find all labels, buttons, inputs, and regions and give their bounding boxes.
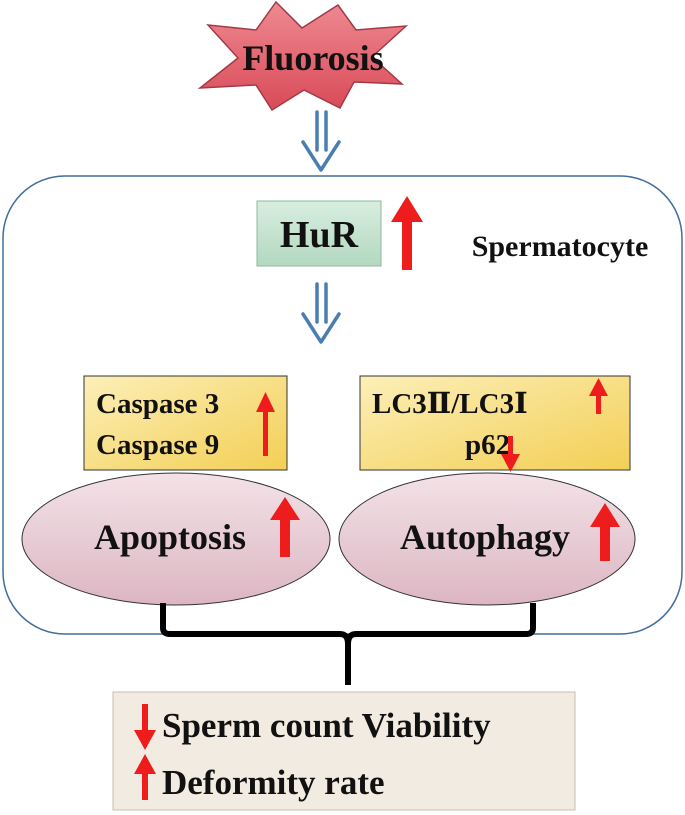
apoptosis-up-arrow-icon — [270, 497, 300, 557]
apoptosis-label: Apoptosis — [94, 517, 246, 557]
hur-up-arrow-icon — [391, 196, 423, 270]
fluorosis-star-shape — [197, 0, 409, 112]
p62-down-arrow-icon — [501, 436, 520, 472]
hur-label: HuR — [280, 214, 359, 256]
outcome-line2-label: Deformity rate — [162, 763, 385, 802]
autophagy-up-arrow-icon — [590, 503, 620, 561]
flow-arrow-hur-to-effects — [301, 282, 341, 344]
lc3-up-arrow-icon — [589, 378, 608, 414]
outcome-box — [112, 691, 576, 811]
lc3-ratio-label: LC3Ⅱ/LC3Ⅰ — [372, 388, 528, 420]
autophagy-ellipse — [338, 472, 636, 606]
spermatocyte-label: Spermatocyte — [472, 230, 649, 263]
flow-arrow-fluorosis-to-hur — [301, 110, 341, 172]
caspase9-label: Caspase 9 — [96, 429, 219, 461]
deformity-up-arrow-icon — [134, 754, 156, 800]
outcome-line1-label: Sperm count Viability — [162, 706, 491, 745]
fluorosis-label: Fluorosis — [242, 38, 383, 78]
apoptosis-ellipse — [21, 472, 331, 606]
sperm-count-down-arrow-icon — [134, 704, 156, 750]
autophagy-label: Autophagy — [400, 517, 570, 557]
autophagy-marker-box — [359, 375, 631, 471]
caspase-marker-box — [83, 375, 288, 471]
caspase3-label: Caspase 3 — [96, 388, 219, 420]
hur-box — [256, 200, 382, 267]
caspase-up-arrow-icon — [256, 392, 275, 456]
fluorosis-star: Fluorosis — [197, 0, 409, 112]
combining-bracket — [160, 603, 536, 685]
